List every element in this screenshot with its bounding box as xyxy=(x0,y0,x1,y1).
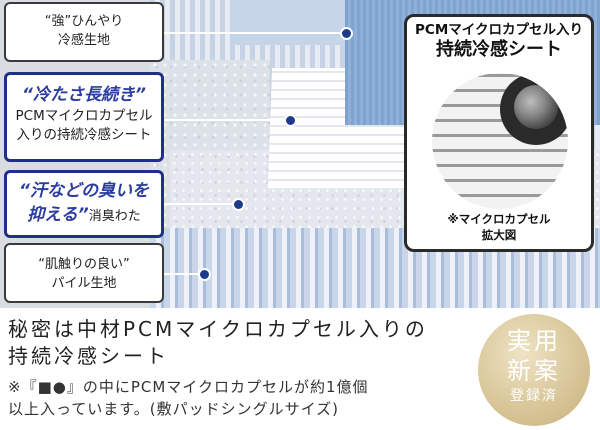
microcapsule-sphere xyxy=(514,85,558,129)
connector-line-3 xyxy=(164,203,236,205)
inset-title: PCMマイクロカプセル入り xyxy=(415,22,583,38)
label-deodorant-wadding: “汗などの臭いを 抑える”消臭わた xyxy=(4,170,164,238)
footnote: ※『■●』の中にPCMマイクロカプセルが約1億個 以上入っています。(敷パッドシ… xyxy=(8,376,369,420)
headline-line1: 秘密は中材PCMマイクロカプセル入りの xyxy=(8,317,428,341)
label-pile-fabric: “肌触りの良い” パイル生地 xyxy=(4,243,164,303)
inset-caption: ※マイクロカプセル 拡大図 xyxy=(407,211,591,243)
label-pcm-sheet-line3: 入りの持続冷感シート xyxy=(16,127,152,143)
connector-dot-3 xyxy=(232,198,245,211)
label-pcm-sheet: “冷たさ長続き” PCMマイクロカプセル 入りの持続冷感シート xyxy=(4,72,164,162)
microcapsule-zoom-panel: PCMマイクロカプセル入り 持続冷感シート ※マイクロカプセル 拡大図 xyxy=(404,14,594,252)
footnote-line1: ※『■●』の中にPCMマイクロカプセルが約1億個 xyxy=(8,378,369,396)
magnified-sheet-image xyxy=(432,73,568,209)
connector-line-4 xyxy=(164,273,204,275)
connector-line-2 xyxy=(164,119,288,121)
label-pcm-sheet-line1: “冷たさ長続き” xyxy=(22,85,146,105)
connector-dot-4 xyxy=(198,268,211,281)
connector-dot-2 xyxy=(284,114,297,127)
badge-line3: 登録済 xyxy=(510,388,558,404)
label-cooling-fabric-line1: “強”ひんやり xyxy=(6,12,162,31)
cooling-fabric-edge xyxy=(230,0,360,45)
label-deodorant-emphasis: 抑える” xyxy=(27,205,89,225)
utility-model-badge: 実用 新案 登録済 xyxy=(478,314,590,426)
label-pile-line2: パイル生地 xyxy=(51,276,117,291)
label-deodorant-suffix: 消臭わた xyxy=(88,209,141,224)
inset-subtitle: 持続冷感シート xyxy=(436,39,562,60)
headline-line2: 持続冷感シート xyxy=(8,344,169,368)
label-cooling-fabric: “強”ひんやり 冷感生地 xyxy=(4,2,164,62)
label-pcm-sheet-line2: PCMマイクロカプセル xyxy=(15,108,153,124)
description-area: 秘密は中材PCMマイクロカプセル入りの 持続冷感シート ※『■●』の中にPCMマ… xyxy=(0,308,600,430)
headline: 秘密は中材PCMマイクロカプセル入りの 持続冷感シート xyxy=(8,316,428,370)
label-deodorant-line2: 抑える”消臭わた xyxy=(7,203,161,227)
footnote-line2: 以上入っています。(敷パッドシングルサイズ) xyxy=(8,400,340,418)
label-deodorant-line1: “汗などの臭いを xyxy=(19,181,149,201)
badge-line1: 実用 xyxy=(507,327,561,355)
label-pile-line1: “肌触りの良い” xyxy=(38,257,130,272)
connector-dot-1 xyxy=(340,27,353,40)
label-cooling-fabric-line2: 冷感生地 xyxy=(57,33,110,48)
connector-line-1 xyxy=(164,32,344,34)
label-text: “強”ひんやり xyxy=(44,14,124,29)
inset-caption-line2: 拡大図 xyxy=(481,228,517,242)
inset-caption-line1: ※マイクロカプセル xyxy=(447,212,551,226)
badge-line2: 新案 xyxy=(507,357,561,385)
